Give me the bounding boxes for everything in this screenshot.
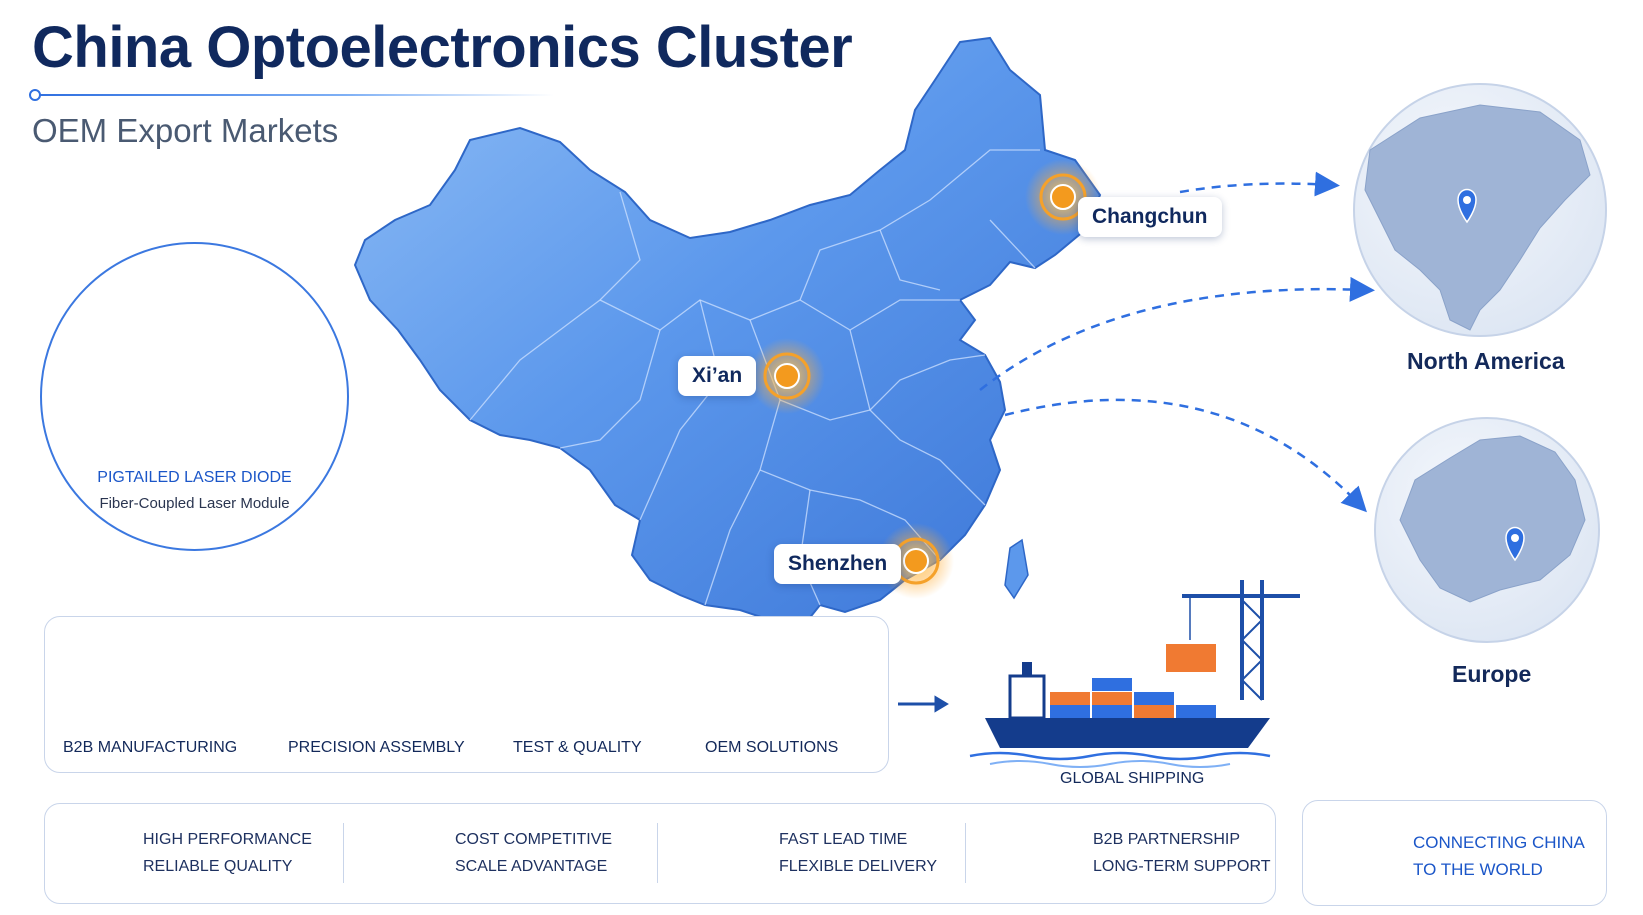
marker-xian	[749, 338, 825, 414]
feature-lead-time-line1: FAST LEAD TIME	[779, 831, 908, 848]
region-label-north-america: North America	[1407, 348, 1565, 374]
step-label-oem-solutions: OEM SOLUTIONS	[705, 739, 839, 756]
feature-partnership-line1: B2B PARTNERSHIP	[1093, 831, 1241, 848]
product-title: PIGTAILED LASER DIODE	[97, 469, 292, 486]
feature-divider	[965, 823, 966, 883]
title-underline	[34, 94, 554, 96]
feature-cost-line2: SCALE ADVANTAGE	[455, 858, 608, 875]
arrow-changchun-north-america	[1179, 171, 1340, 197]
process-panel: B2B MANUFACTURING PRECISION ASSEMBLY TES…	[44, 616, 889, 773]
feature-performance-line2: RELIABLE QUALITY	[143, 858, 293, 875]
feature-partnership-line2: LONG-TERM SUPPORT	[1093, 858, 1271, 875]
feature-cost-line1: COST COMPETITIVE	[455, 831, 613, 848]
page-title: China Optoelectronics Cluster	[32, 15, 853, 80]
page-subtitle: OEM Export Markets	[32, 112, 339, 149]
product-card: PIGTAILED LASER DIODE Fiber-Coupled Lase…	[40, 242, 349, 551]
region-label-europe: Europe	[1452, 661, 1532, 687]
connect-text: CONNECTING CHINA TO THE WORLD	[1413, 829, 1585, 883]
location-pin-icon	[1505, 526, 1525, 562]
location-pin-icon	[1457, 188, 1477, 224]
step-label-test-quality: TEST & QUALITY	[513, 739, 642, 756]
connect-line2: TO THE WORLD	[1413, 860, 1543, 879]
feature-panel: HIGH PERFORMANCE RELIABLE QUALITY COST C…	[44, 803, 1276, 904]
step-label-manufacturing: B2B MANUFACTURING	[63, 739, 238, 756]
step-label-assembly: PRECISION ASSEMBLY	[288, 739, 465, 756]
product-subtitle: Fiber-Coupled Laser Module	[99, 495, 290, 512]
feature-lead-time-line2: FLEXIBLE DELIVERY	[779, 858, 937, 875]
feature-lead-time: FAST LEAD TIME FLEXIBLE DELIVERY	[779, 826, 937, 880]
globe-north-america	[1353, 83, 1607, 337]
feature-performance: HIGH PERFORMANCE RELIABLE QUALITY	[143, 826, 312, 880]
arrow-china-north-america	[979, 276, 1375, 391]
cargo-ship-icon	[969, 580, 1300, 768]
china-map	[353, 36, 1102, 653]
arrow-china-europe	[1004, 398, 1367, 513]
feature-divider	[343, 823, 344, 883]
title-underline-dot	[29, 89, 41, 101]
shipping-label: GLOBAL SHIPPING	[1060, 770, 1205, 787]
feature-divider	[657, 823, 658, 883]
globe-europe	[1374, 417, 1600, 643]
connect-line1: CONNECTING CHINA	[1413, 833, 1585, 852]
feature-partnership: B2B PARTNERSHIP LONG-TERM SUPPORT	[1093, 826, 1271, 880]
city-label-xian: Xi’an	[678, 356, 757, 396]
connect-panel: CONNECTING CHINA TO THE WORLD	[1302, 800, 1607, 906]
city-label-changchun: Changchun	[1078, 197, 1222, 237]
city-label-shenzhen: Shenzhen	[774, 544, 902, 584]
feature-performance-line1: HIGH PERFORMANCE	[143, 831, 312, 848]
feature-cost: COST COMPETITIVE SCALE ADVANTAGE	[455, 826, 612, 880]
